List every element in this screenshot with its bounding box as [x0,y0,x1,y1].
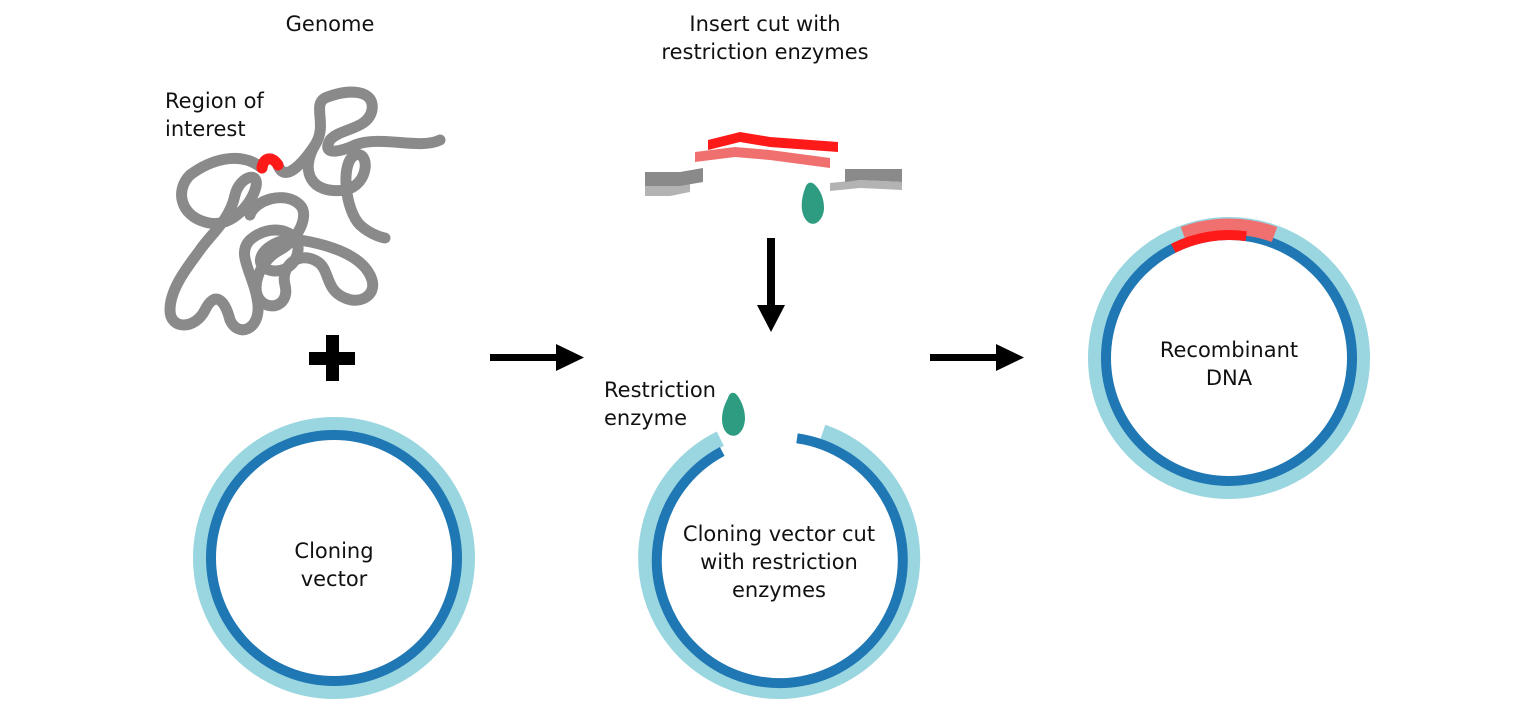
vector-cut-label: Cloning vector cut with restriction enzy… [682,522,876,602]
arrow-right-icon-2 [930,344,1024,371]
restriction-enzyme-icon [722,392,745,436]
arrow-right-icon-1 [490,344,584,371]
insert-cut-label: Insert cut with restriction enzymes [661,12,869,64]
restriction-enzyme-label: Restriction enzyme [604,378,716,430]
recombinant-dna-label: Recombinant DNA [1159,338,1299,390]
insert-fragment [645,132,902,224]
genome-strand [164,86,446,336]
recombinant-insert-inner [1171,229,1247,253]
cloning-vector-label: Cloning vector [294,539,374,591]
region-of-interest-segment [256,153,284,174]
arrow-down-icon [757,238,785,332]
plus-icon [309,335,355,381]
right-genome-fragment [845,169,902,182]
recombinant-dna-ring [1088,217,1370,499]
right-genome-fragment-light [830,180,902,191]
restriction-enzyme-icon-top [801,182,824,224]
cut-vector-inner [651,433,908,689]
genome-tangle [164,86,446,336]
cut-vector-ring [638,424,921,699]
cut-vector-outer [638,424,921,699]
insert-red-light-strand [695,147,830,168]
insert-red-strand [708,132,838,152]
region-of-interest-label: Region of interest [165,89,264,141]
genome-label: Genome [285,12,375,36]
cloning-vector-ring [193,417,475,699]
recombinant-insert-outer [1180,218,1278,243]
left-genome-fragment [645,168,703,186]
